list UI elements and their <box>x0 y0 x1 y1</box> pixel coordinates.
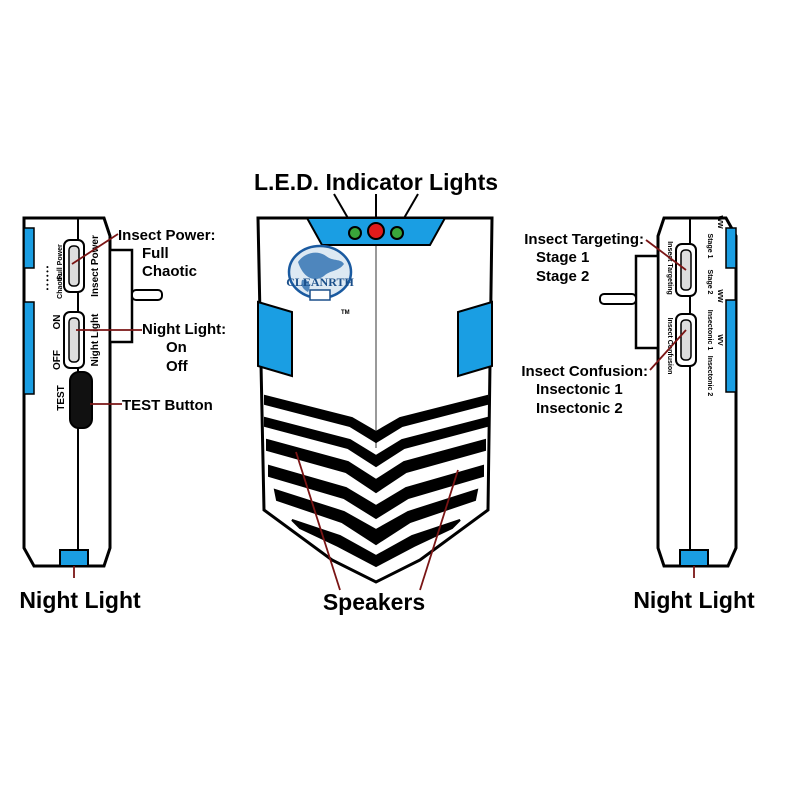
right-plug-prong <box>599 293 637 305</box>
led-red <box>367 222 385 240</box>
test-button[interactable] <box>69 371 93 429</box>
center-device: CLEANRTH TM <box>256 216 494 584</box>
led-green-right <box>390 226 404 240</box>
left-plug-prong <box>131 289 163 301</box>
speaker-grille <box>264 394 488 568</box>
insect-power-option-chaotic: Chaotic <box>142 263 197 280</box>
night-light-option-off: Off <box>166 358 189 375</box>
brand-name: CLEANRTH <box>286 275 354 289</box>
insect-power-option-full: Full <box>142 245 169 262</box>
confusion-ins2-printed: Insectonic 2 <box>706 356 713 397</box>
left-night-light <box>59 549 89 567</box>
insect-power-heading: Insect Power: <box>118 227 216 244</box>
targeting-wave2-printed: WW <box>716 289 723 303</box>
confusion-name-printed: Insect Confusion <box>666 318 673 375</box>
insect-confusion-option-1: Insectonic 1 <box>536 381 623 398</box>
left-device-body <box>22 216 112 568</box>
right-blue-strip-mid <box>725 299 737 393</box>
insect-confusion-heading: Insect Confusion: <box>521 363 648 380</box>
night-name-printed: Night Light <box>90 313 101 366</box>
left-blue-strip-top <box>23 227 35 269</box>
right-night-light <box>679 549 709 567</box>
led-green-left <box>348 226 362 240</box>
night-light-option-on: On <box>166 339 187 356</box>
left-callouts: Insect Power: Full Chaotic Night Light: … <box>71 227 226 578</box>
blue-panel-left <box>257 300 293 378</box>
led-title: L.E.D. Indicator Lights <box>254 169 498 195</box>
left-plug-base <box>108 248 134 344</box>
speaker-pointer-lines <box>295 451 459 591</box>
targeting-stage1-printed: Stage 1 <box>706 234 713 259</box>
targeting-wave1-printed: WW <box>716 215 723 229</box>
power-full-printed: Full Power <box>57 244 64 280</box>
night-off-printed: OFF <box>52 350 63 370</box>
night-light-heading: Night Light: <box>142 321 226 338</box>
right-blue-strip-top <box>725 227 737 269</box>
insect-confusion-option-2: Insectonic 2 <box>536 400 623 417</box>
left-night-light-label: Night Light <box>19 587 141 613</box>
right-callouts: Insect Targeting: Stage 1 Stage 2 Insect… <box>521 231 695 578</box>
right-device: Stage 1 Stage 2 WW WW Insect Targeting I… <box>599 215 738 568</box>
insect-targeting-option-2: Stage 2 <box>536 268 589 285</box>
right-night-light-label: Night Light <box>633 587 755 613</box>
confusion-ins1-printed: Insectonic 1 <box>706 310 713 351</box>
blue-panel-right <box>457 300 493 378</box>
confusion-wave-printed: WV <box>716 334 723 346</box>
insect-targeting-heading: Insect Targeting: <box>524 231 644 248</box>
night-on-printed: ON <box>52 315 63 330</box>
power-chaotic-printed: Chaotic <box>57 273 64 299</box>
speakers-label: Speakers <box>323 589 425 615</box>
test-printed: TEST <box>56 385 67 411</box>
targeting-name-printed: Insect Targeting <box>666 241 673 295</box>
insect-targeting-option-1: Stage 1 <box>536 249 589 266</box>
left-device: Full Power Chaotic • • • • • • Insect Po… <box>22 216 163 568</box>
power-dots-printed: • • • • • • <box>45 265 52 290</box>
brand-tm: TM <box>341 310 350 316</box>
targeting-stage2-printed: Stage 2 <box>706 270 713 295</box>
power-name-printed: Insect Power <box>90 235 101 297</box>
test-button-label: TEST Button <box>122 397 213 414</box>
cleanrth-logo: CLEANRTH TM <box>286 244 354 316</box>
left-blue-strip-mid <box>23 301 35 395</box>
right-plug-base <box>634 254 660 350</box>
